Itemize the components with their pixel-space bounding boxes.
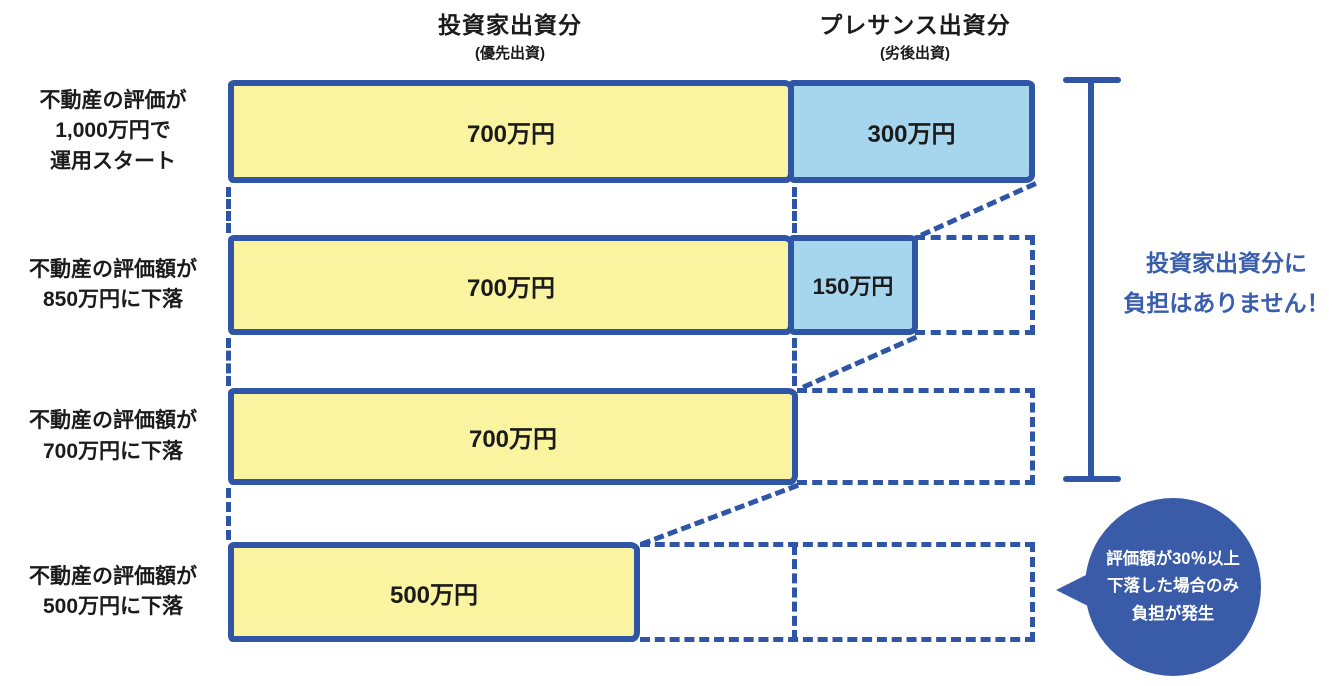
presence-column-header: プレサンス出資分 (劣後出資) — [760, 6, 1070, 63]
investor-bar-row4: 500万円 — [228, 542, 640, 642]
row-label-drop-500: 不動産の評価額が 500万円に下落 — [29, 564, 197, 618]
lost-value-box-row4 — [640, 542, 1035, 642]
no-burden-note: 投資家出資分に 負担はありません！ — [1123, 250, 1330, 317]
lost-value-box-row2 — [915, 235, 1035, 335]
diagonal-connector-row3-row4 — [640, 482, 800, 547]
investor-column-header: 投資家出資分 (優先出資) — [330, 6, 690, 63]
speech-bubble-tail — [1056, 573, 1090, 607]
left-connector-row1-row2 — [226, 187, 231, 233]
mid-connector-row1-row2 — [792, 187, 797, 233]
presence-bar-row2-value: 150万円 — [812, 274, 894, 299]
diagonal-connector-row2-row3 — [802, 334, 918, 390]
investor-range-bracket-line — [1088, 80, 1094, 479]
investor-range-bracket-top-cap — [1063, 77, 1121, 83]
investor-bar-row3: 700万円 — [228, 388, 798, 485]
investor-range-bracket-bottom-cap — [1063, 476, 1121, 482]
row-label-drop-700: 不動産の評価額が 700万円に下落 — [29, 409, 197, 463]
investor-column-title: 投資家出資分 — [438, 12, 582, 38]
row-label-drop-850: 不動産の評価額が 850万円に下落 — [29, 257, 197, 311]
investor-bar-row1: 700万円 — [228, 80, 794, 183]
lost-value-box-row3 — [797, 388, 1035, 485]
left-connector-row3-row4 — [226, 488, 231, 540]
row-label-start-1000: 不動産の評価が 1,000万円で 運用スタート — [39, 88, 187, 173]
burden-condition-bubble: 評価額が30％以上 下落した場合のみ 負担が発生 — [1085, 498, 1261, 676]
investor-bar-row3-value: 700万円 — [468, 426, 558, 453]
investor-bar-row2: 700万円 — [228, 235, 794, 335]
investor-bar-row1-value: 700万円 — [466, 121, 556, 148]
investor-bar-row2-value: 700万円 — [466, 274, 556, 302]
presence-bar-row1: 300万円 — [788, 80, 1035, 183]
presence-bar-row1-value: 300万円 — [867, 121, 956, 148]
burden-condition-bubble-text: 評価額が30％以上 下落した場合のみ 負担が発生 — [1106, 550, 1240, 623]
investor-bar-row4-value: 500万円 — [389, 581, 479, 609]
investor-column-subtitle: (優先出資) — [475, 45, 545, 62]
left-connector-row2-row3 — [226, 338, 231, 386]
row4-700-300-divider-dashed-line — [792, 545, 797, 640]
presence-bar-row2: 150万円 — [788, 235, 918, 335]
presence-column-subtitle: (劣後出資) — [880, 45, 950, 62]
diagonal-connector-row1-row2 — [920, 181, 1037, 238]
mid-connector-row2-row3 — [792, 338, 797, 386]
presence-column-title: プレサンス出資分 — [819, 12, 1011, 38]
